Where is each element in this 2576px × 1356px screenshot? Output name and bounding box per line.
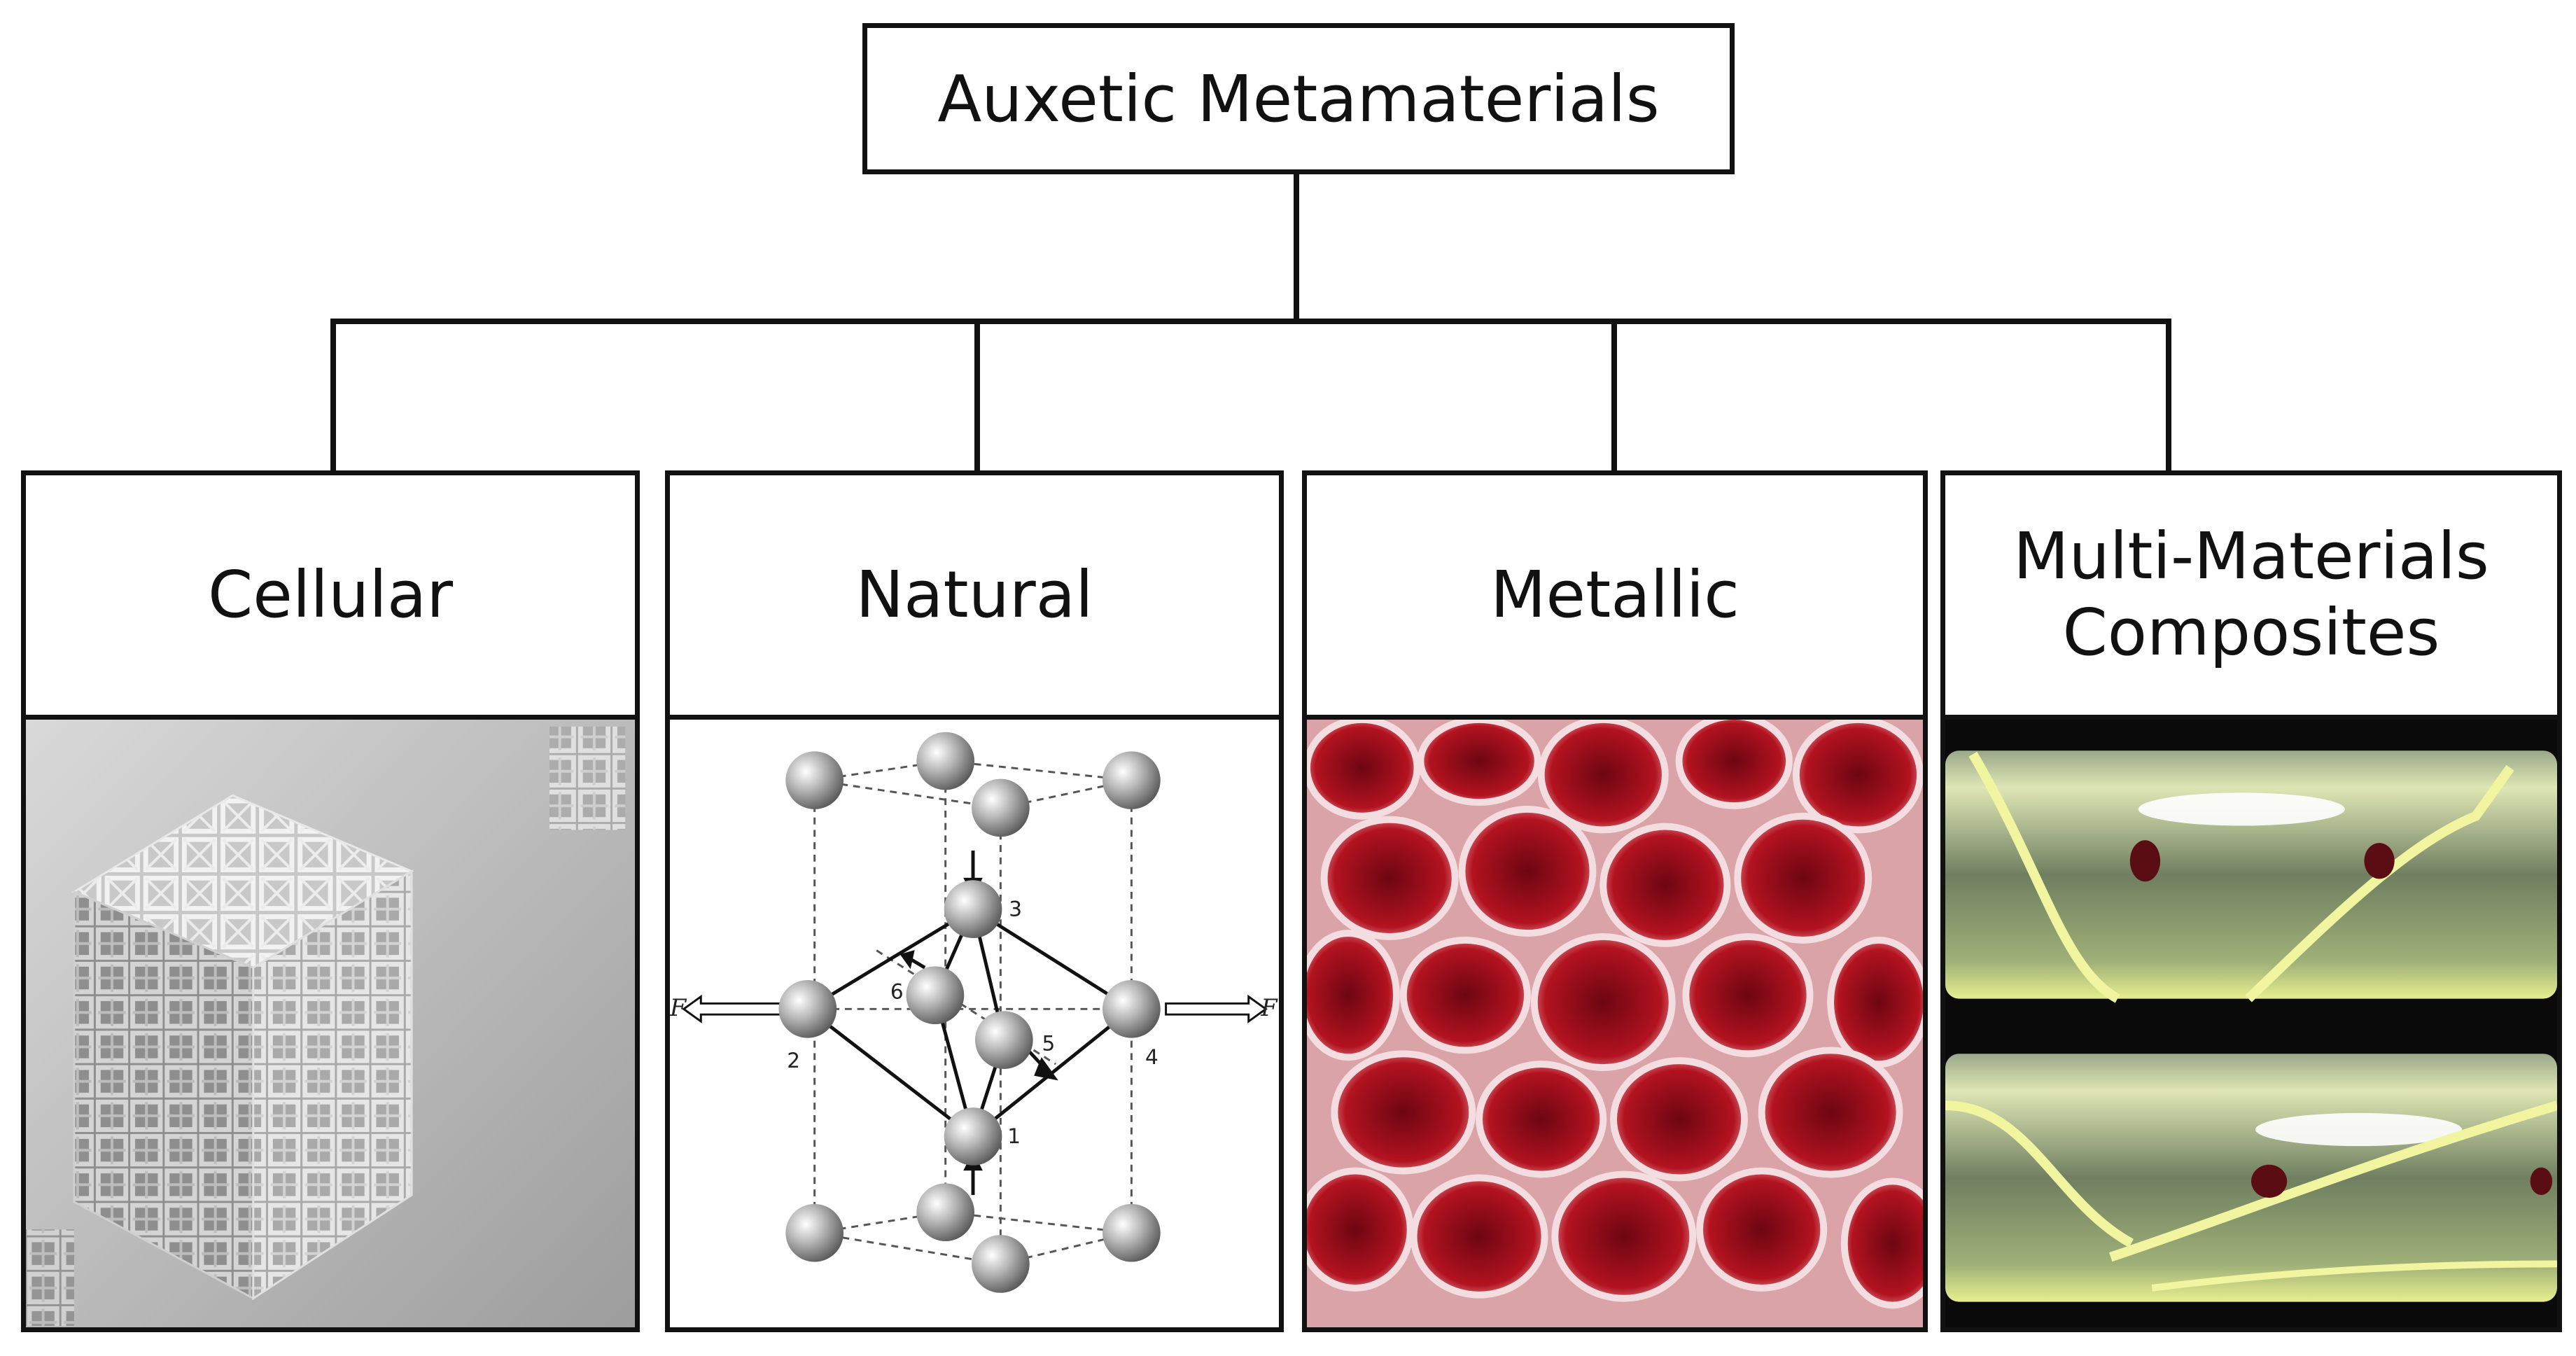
- category-label-metallic: Metallic: [1490, 557, 1740, 632]
- root-label: Auxetic Metamaterials: [937, 61, 1660, 137]
- root-node: Auxetic Metamaterials: [862, 23, 1735, 174]
- category-label-composites: Multi-Materials Composites: [2013, 519, 2489, 670]
- connector-root-stem: [1294, 174, 1299, 321]
- category-label-cellular: Cellular: [207, 557, 454, 632]
- atom-number-4: 4: [1145, 1045, 1158, 1069]
- metallic-foam-image: [1302, 715, 1928, 1332]
- atom-number-1: 1: [1007, 1124, 1021, 1148]
- force-label-left: F: [670, 994, 687, 1021]
- composite-tubes-image: [1940, 715, 2562, 1332]
- connector-horizontal-bar: [330, 319, 2171, 324]
- category-metallic: Metallic: [1302, 470, 1928, 720]
- category-cellular: Cellular: [21, 470, 640, 720]
- atom-number-5: 5: [1042, 1031, 1055, 1055]
- category-natural: Natural: [665, 470, 1284, 720]
- force-label-right: F: [1260, 994, 1278, 1021]
- connector-composites: [2166, 319, 2171, 473]
- cellular-lattice-image: [21, 715, 640, 1332]
- atom-number-3: 3: [1009, 897, 1022, 921]
- atom-number-6: 6: [890, 980, 904, 1004]
- connector-metallic: [1611, 319, 1617, 473]
- natural-crystal-diagram: 3 6 5 1 2 4 F F: [665, 715, 1284, 1332]
- category-label-natural: Natural: [855, 557, 1093, 632]
- atom-number-2: 2: [787, 1049, 800, 1072]
- category-composites: Multi-Materials Composites: [1940, 470, 2562, 720]
- connector-cellular: [330, 319, 336, 473]
- connector-natural: [974, 319, 980, 473]
